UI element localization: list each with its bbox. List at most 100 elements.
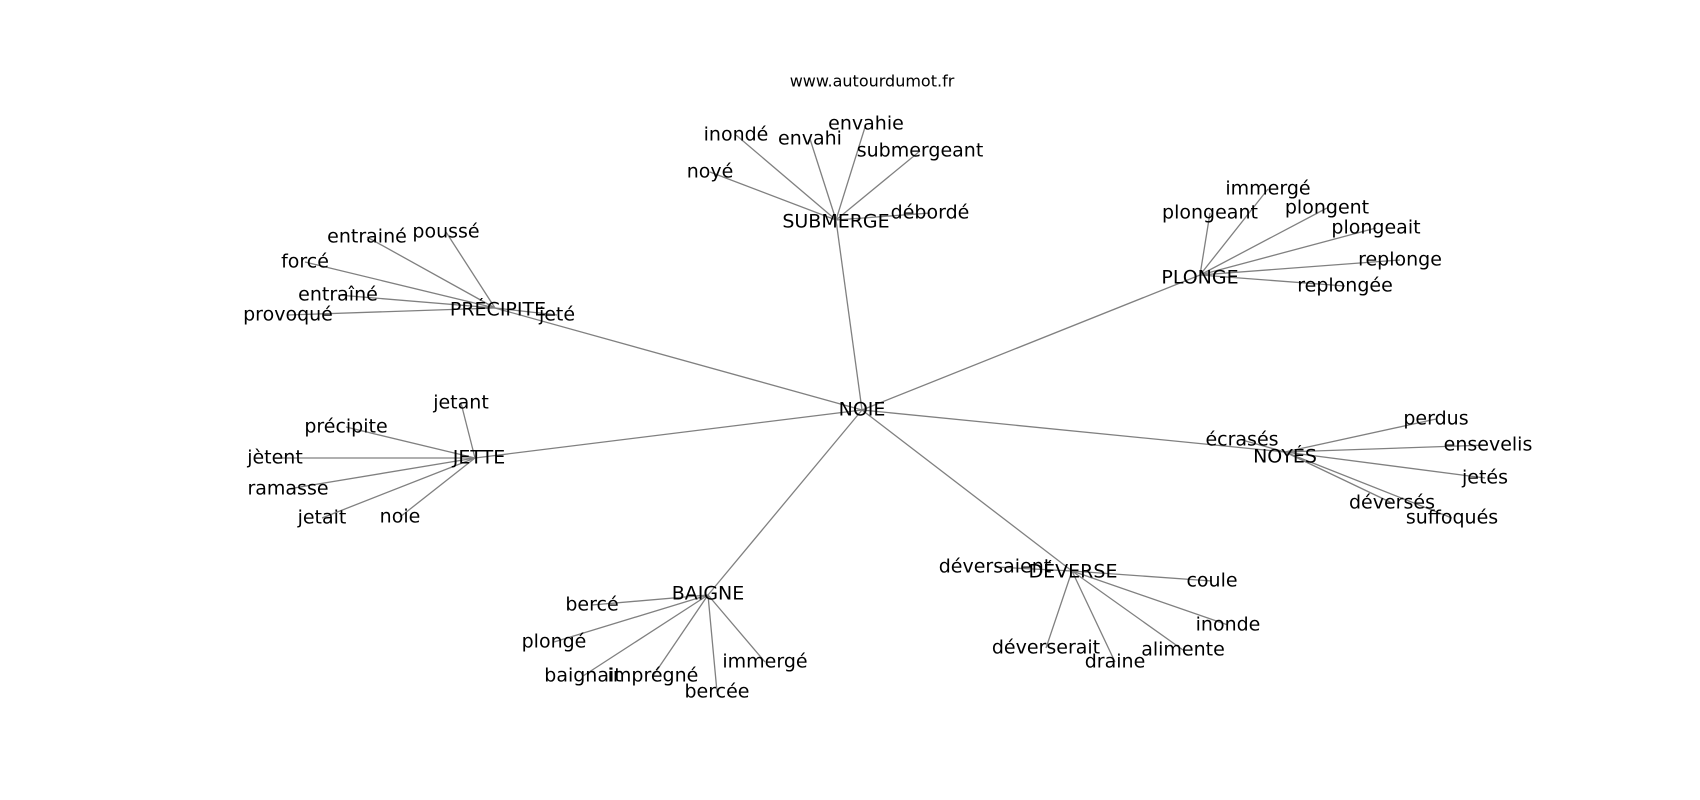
edge-root-0 [835,219,863,411]
leaf-node-label: débordé [891,202,970,224]
leaf-node-label: jetait [297,507,347,529]
edge-hub-5-3 [1071,570,1184,651]
leaf-node-label: provoqué [243,304,333,326]
leaf-node-label: perdus [1403,408,1468,430]
edge-root-6 [707,409,863,596]
edge-hub-5-5 [1071,570,1116,663]
edge-hub-6-4 [707,594,718,693]
hub-node-label: NOYÉS [1253,445,1317,468]
leaf-node-label: envahi [778,128,842,150]
leaf-node-label: jetés [1461,467,1508,489]
leaf-node-label: écrasés [1205,429,1278,451]
edge-hub-5-1 [1071,570,1213,582]
root-node-label: NOIE [839,399,886,421]
leaf-node-label: immergé [722,651,807,673]
edge-hub-1-0 [1199,188,1269,276]
edge-hub-2-2 [304,261,496,309]
edge-hub-5-2 [1071,570,1229,626]
leaf-node-label: plongeant [1162,202,1258,224]
source-label: www.autourdumot.fr [790,72,955,91]
edge-hub-1-2 [1199,207,1328,276]
edge-hub-0-4 [709,171,837,221]
edge-hub-2-3 [337,294,496,309]
edge-root-3 [474,409,863,459]
edge-hub-2-4 [287,307,496,316]
leaf-node-label: déverserait [992,637,1100,659]
edge-hub-3-5 [399,457,476,518]
edge-hub-2-1 [445,231,496,309]
leaf-node-label: poussé [412,221,479,243]
edge-root-5 [861,409,1073,572]
leaf-node-label: imprégné [608,665,699,687]
edge-hub-6-2 [582,594,709,677]
leaf-node-label: noyé [687,161,734,183]
edge-root-4 [861,409,1286,453]
edge-hub-6-3 [652,594,709,677]
edge-hub-1-3 [1199,227,1377,276]
leaf-node-label: ramasse [247,478,328,500]
leaf-node-label: replonge [1358,249,1442,271]
edge-hub-6-5 [707,594,766,663]
leaf-node-label: noie [380,506,421,528]
edge-hub-2-0 [366,236,496,309]
hub-node-label: JETTE [452,447,506,469]
leaf-node-label: replongée [1297,275,1393,297]
edge-hub-1-5 [1199,274,1346,287]
hub-node-label: SUBMERGE [782,211,889,233]
leaf-node-label: forcé [281,251,329,273]
edge-hub-0-3 [835,150,921,221]
hub-node-label: BAIGNE [672,583,745,605]
edge-hub-0-2 [835,123,867,221]
leaf-node-label: coule [1186,570,1237,592]
edge-hub-0-5 [835,212,931,221]
edge-hub-0-1 [809,138,837,221]
leaf-node-label: déversés [1349,492,1435,514]
leaf-node-label: plongeait [1331,217,1420,239]
edge-hub-6-0 [591,594,709,606]
leaf-node-label: immergé [1225,178,1310,200]
leaf-node-label: jetant [432,392,489,414]
edge-hub-3-4 [321,457,476,519]
edge-hub-0-0 [735,134,837,221]
edge-root-2 [494,307,863,411]
leaf-node-label: bercé [565,594,618,616]
graph-edges [275,123,1489,693]
leaf-node-label: alimente [1141,639,1225,661]
leaf-node-label: plongé [522,631,587,653]
leaf-node-label: bercée [685,681,750,703]
leaf-node-label: jètent [246,447,303,469]
hub-node-label: PRÉCIPITE [450,298,546,321]
edge-hub-2-5 [494,307,558,316]
edge-hub-4-1 [1284,418,1437,453]
leaf-node-label: submergeant [857,140,984,162]
leaf-node-label: inondé [704,124,769,146]
edge-hub-4-2 [1284,444,1489,453]
leaf-node-label: plongent [1285,197,1369,219]
edge-hub-4-3 [1284,451,1486,479]
leaf-node-label: inonde [1196,614,1261,636]
leaf-node-label: jeté [538,304,575,326]
edge-hub-5-4 [1045,570,1073,649]
leaf-node-label: draine [1085,651,1146,673]
edge-hub-3-0 [460,402,476,459]
edge-hub-4-0 [1241,439,1286,453]
leaf-node-label: ensevelis [1444,434,1533,456]
hub-node-label: DÉVERSE [1029,560,1118,583]
edge-hub-1-4 [1199,259,1401,276]
edge-hub-6-1 [553,594,709,643]
edge-hub-3-3 [287,457,476,490]
leaf-node-label: entrainé [327,226,407,248]
leaf-node-label: déversaient [939,556,1052,578]
leaf-node-label: entraîné [298,284,378,306]
edge-hub-5-0 [994,566,1073,572]
edge-hub-4-4 [1284,451,1393,504]
edge-root-1 [861,274,1201,411]
edge-hub-4-5 [1284,451,1453,519]
leaf-node-label: précipite [304,416,387,438]
edge-hub-3-1 [345,426,476,459]
leaf-node-label: envahie [828,113,904,135]
leaf-node-label: suffoqués [1406,507,1498,529]
leaf-node-label: baignait [544,665,621,687]
